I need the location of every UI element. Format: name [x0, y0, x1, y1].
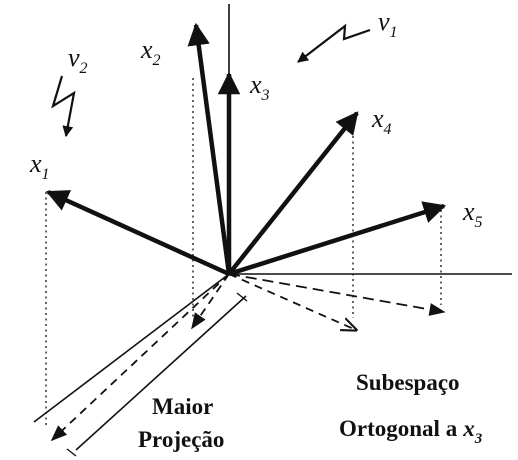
- vector-x4-arrow: [227, 111, 359, 276]
- label-v1: v1: [378, 7, 398, 41]
- view-v1-arrow: [297, 23, 371, 63]
- label-v2: v2: [68, 43, 88, 77]
- projection-dashed-x1: [50, 273, 230, 442]
- vector-x5-arrow: [228, 201, 447, 277]
- caption-projecao: Projeção: [138, 427, 224, 452]
- projection-dashed-x4: [228, 273, 356, 330]
- vector-x1-arrow: [45, 189, 230, 277]
- projection-tick-bottom: [66, 448, 77, 457]
- caption-subespaco: Subespaço: [356, 370, 460, 395]
- label-x1: x1: [29, 149, 50, 183]
- label-x3: x3: [249, 70, 270, 104]
- caption-ortogonal-text: Ortogonal a: [339, 416, 458, 441]
- projection-line-left: [33, 273, 230, 423]
- projection-tick-top: [236, 292, 248, 302]
- label-x5: x5: [462, 197, 483, 231]
- projection-dashed-x2: [191, 273, 230, 330]
- projection-dashed-x5: [228, 273, 446, 316]
- label-x2: x2: [140, 35, 161, 69]
- caption-ortogonal-sub: 3: [474, 431, 483, 447]
- label-x4: x4: [371, 104, 392, 138]
- vector-x2-arrow: [187, 22, 232, 275]
- caption-maior: Maior: [152, 394, 213, 419]
- caption-ortogonal-var: x: [462, 416, 475, 441]
- projection-line-right: [75, 295, 247, 451]
- view-v2-arrow: [51, 75, 76, 138]
